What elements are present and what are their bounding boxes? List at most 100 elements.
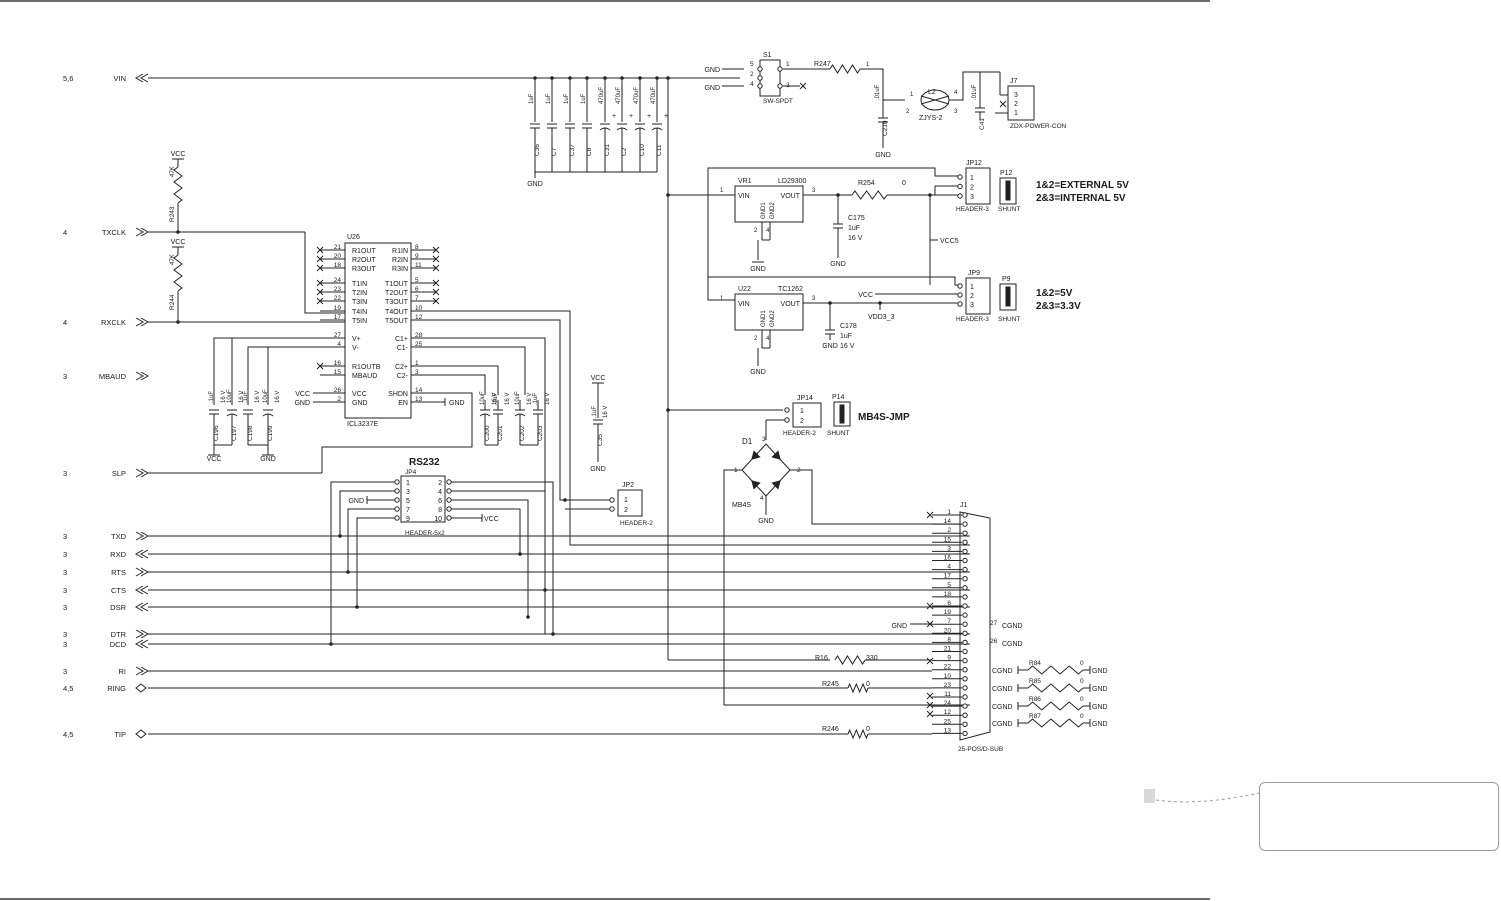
p9-shunt xyxy=(999,283,1017,311)
schematic-label: C175 xyxy=(848,215,865,222)
schematic-label: 26 xyxy=(334,387,342,394)
schematic-label: 1uF xyxy=(840,333,852,340)
schematic-label: .1uF xyxy=(493,393,499,405)
port-name-mbaud: MBAUD xyxy=(99,372,127,381)
s1-switch xyxy=(759,59,781,97)
schematic-label: JP2 xyxy=(622,482,634,489)
schematic-label: 8 xyxy=(415,244,419,251)
schematic-label: T4IN xyxy=(352,309,367,316)
port-name-dsr: DSR xyxy=(110,603,126,612)
schematic-label: 21 xyxy=(944,646,952,653)
u26-chip xyxy=(344,242,412,419)
schematic-label: C199 xyxy=(267,425,274,441)
schematic-label: GND xyxy=(1092,668,1108,675)
schematic-label: HEADER-2 xyxy=(620,520,653,527)
schematic-label: 0 xyxy=(1080,696,1084,703)
comment-anchor[interactable] xyxy=(1144,789,1155,803)
schematic-label: C2+ xyxy=(395,364,408,371)
schematic-label: 1 xyxy=(866,62,870,68)
schematic-label: VCC xyxy=(352,391,367,398)
schematic-label: 470uF xyxy=(599,87,605,104)
schematic-label: R85 xyxy=(1029,678,1041,685)
schematic-label: C201 xyxy=(497,425,504,441)
schematic-label: 2 xyxy=(906,109,910,115)
schematic-label: 16 V xyxy=(239,391,245,403)
schematic-label: 13 xyxy=(944,727,952,734)
schematic-label: R2OUT xyxy=(352,257,376,264)
schematic-label: 47K xyxy=(170,254,176,265)
schematic-label: 1uF xyxy=(529,93,535,104)
schematic-label: 10 xyxy=(415,305,423,312)
wire-layer xyxy=(0,0,1260,900)
schematic-label: 4 xyxy=(947,564,951,571)
schematic-label: 470uF xyxy=(634,87,640,104)
schematic-label: 3 xyxy=(762,436,766,443)
schematic-label: JP12 xyxy=(966,160,982,167)
schematic-label: 1 xyxy=(786,61,790,68)
schematic-label: 10uF xyxy=(263,389,269,403)
schematic-label: CGND xyxy=(992,668,1013,675)
schematic-label: R3OUT xyxy=(352,266,376,273)
schematic-label: R16 xyxy=(815,655,828,662)
schematic-label: 4 xyxy=(337,341,341,348)
schematic-label: 10 xyxy=(434,516,442,523)
schematic-label: 19 xyxy=(944,609,952,616)
schematic-label: 18 xyxy=(944,591,952,598)
schematic-label: GND xyxy=(750,266,766,273)
schematic-label: LD29300 xyxy=(778,178,807,185)
schematic-label: 2 xyxy=(800,418,804,425)
schematic-label: 14 xyxy=(944,518,952,525)
schematic-label: 1 xyxy=(624,497,628,504)
schematic-label: C8 xyxy=(586,147,593,156)
schematic-label: R87 xyxy=(1029,713,1041,720)
schematic-label: C197 xyxy=(231,425,238,441)
schematic-label: 2 xyxy=(947,527,951,534)
schematic-label: 3 xyxy=(1014,92,1018,99)
schematic-label: GND xyxy=(1092,721,1108,728)
schematic-label: 16 V xyxy=(505,393,511,405)
schematic-label: SHUNT xyxy=(827,430,849,437)
schematic-label: .1uF xyxy=(209,391,215,403)
schematic-label: 19 xyxy=(334,305,342,312)
port-sheet-ref: 3 xyxy=(63,469,67,478)
u22-regulator xyxy=(734,293,804,331)
schematic-label: VCC xyxy=(207,456,222,463)
schematic-label: 9 xyxy=(415,253,419,260)
schematic-label: 1 xyxy=(910,92,914,98)
schematic-label: 4 xyxy=(766,228,770,234)
port-name-txd: TXD xyxy=(111,532,127,541)
schematic-label: JP9 xyxy=(968,270,980,277)
port-name-vin: VIN xyxy=(113,74,126,83)
schematic-label: C1- xyxy=(397,345,409,352)
schematic-label: 1 xyxy=(720,296,724,302)
p12-shunt xyxy=(999,177,1017,205)
schematic-label: HEADER-5x2 xyxy=(405,530,445,537)
schematic-label: T4OUT xyxy=(385,309,409,316)
schematic-label: MB4S xyxy=(732,502,751,509)
schematic-label: 25 xyxy=(944,718,952,725)
schematic-label: 2 xyxy=(797,467,801,474)
schematic-label: J1 xyxy=(960,502,968,509)
schematic-label: GND xyxy=(1092,686,1108,693)
schematic-label: R254 xyxy=(858,180,875,187)
schematic-label: VOUT xyxy=(781,301,801,308)
schematic-label: 16 V xyxy=(545,393,551,405)
schematic-label: 0 xyxy=(866,726,870,733)
schematic-label: 2 xyxy=(624,507,628,514)
schematic-label: 27 xyxy=(334,332,342,339)
schematic-label: 15 xyxy=(334,369,342,376)
port-sheet-ref: 3 xyxy=(63,568,67,577)
jp14-note: MB4S-JMP xyxy=(858,412,910,423)
schematic-label: C2 xyxy=(621,147,628,156)
schematic-label: 3 xyxy=(812,296,816,302)
schematic-label: 16 V xyxy=(603,406,609,418)
port-name-cts: CTS xyxy=(111,586,126,595)
schematic-label: 23 xyxy=(944,682,952,689)
port-sheet-ref: 4 xyxy=(63,228,67,237)
schematic-label: VR1 xyxy=(738,178,752,185)
comment-box[interactable] xyxy=(1259,782,1499,851)
schematic-label: 330 xyxy=(866,655,878,662)
schematic-label: 2 xyxy=(754,336,758,342)
schematic-label: 10uF xyxy=(515,391,521,405)
